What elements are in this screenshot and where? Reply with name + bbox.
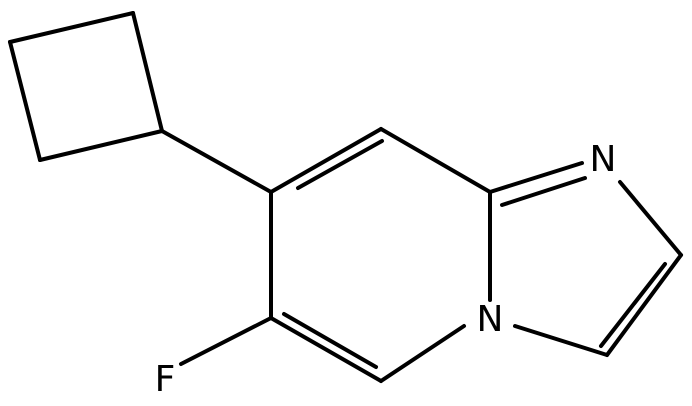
cyclobutane-bond-2 bbox=[131, 11, 164, 133]
ring-bond-c8-c8a bbox=[379, 127, 492, 194]
ring-bond-c5-c6 bbox=[269, 316, 383, 383]
cyclobutane-bond-3 bbox=[38, 129, 164, 162]
ring-bond-c8a-n1-inner bbox=[500, 176, 587, 207]
cyclobutane-bond-4 bbox=[8, 40, 42, 162]
ring-bond-n4-c5 bbox=[379, 324, 466, 383]
bonds bbox=[8, 11, 683, 383]
cyclobutyl-connector-bond bbox=[160, 129, 273, 194]
fluorine-atom-label: F bbox=[155, 359, 176, 400]
ring-bond-c2-c3-inner bbox=[599, 262, 667, 348]
ring-bond-n1-c2 bbox=[618, 180, 683, 257]
ring-bond-c5-c6-inner bbox=[282, 312, 378, 369]
fluorine-bond bbox=[179, 316, 273, 366]
ring-bond-c8a-n1 bbox=[488, 161, 584, 194]
atom-labels: N N F bbox=[155, 139, 617, 400]
nitrogen-atom-label-top: N bbox=[590, 139, 617, 180]
ring-bond-c7-c8 bbox=[269, 127, 383, 194]
ring-bond-c2-c3 bbox=[605, 253, 683, 357]
ring-bond-c3-n4 bbox=[513, 324, 609, 357]
nitrogen-atom-label-bridge: N bbox=[477, 299, 504, 340]
ring-bond-c7-c8-inner bbox=[296, 139, 384, 190]
cyclobutane-bond-1 bbox=[8, 11, 135, 44]
